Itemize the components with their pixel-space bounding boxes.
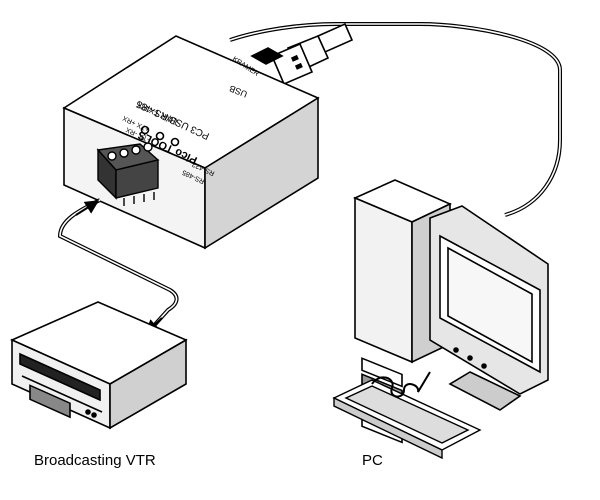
keyboard [332,379,482,460]
vtr-device [10,301,188,430]
monitor [429,205,549,411]
vtr-label: Broadcasting VTR [34,452,156,469]
pc-label: PC [362,452,383,469]
arrow-to-device [75,200,100,216]
terminal-block [96,142,160,206]
box-right-face [204,96,319,250]
usb-plug [270,22,354,86]
keyboard-cord [371,371,431,398]
interface-box [62,35,320,250]
brand-logo [250,47,284,65]
